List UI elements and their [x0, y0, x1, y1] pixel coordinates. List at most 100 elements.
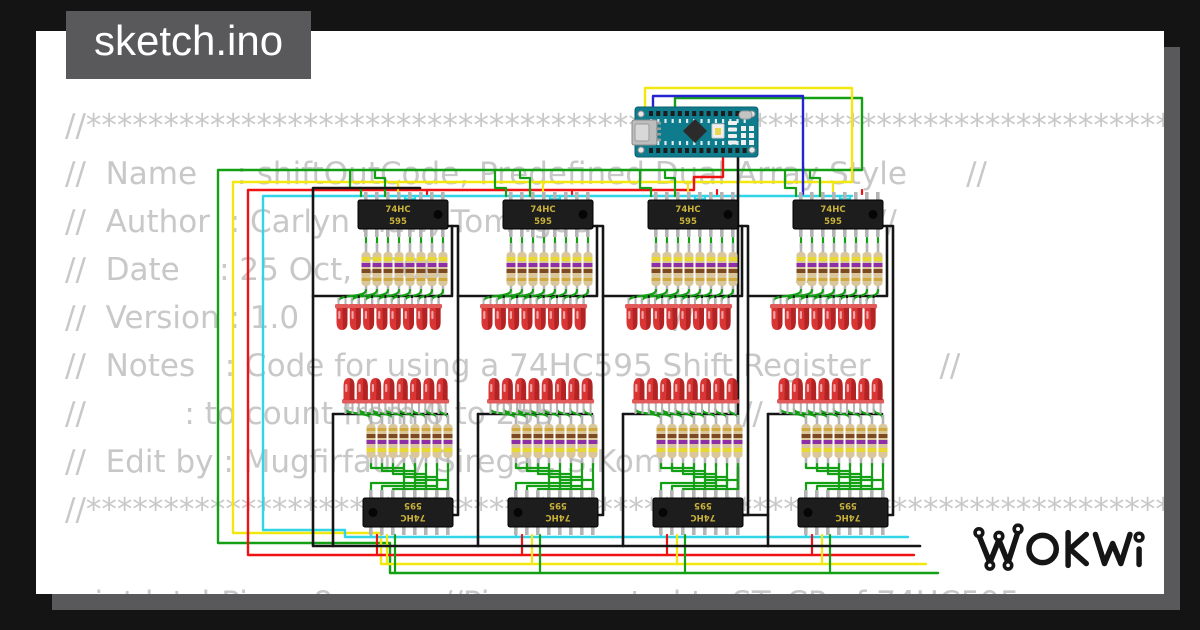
green-link-wire[interactable] — [804, 462, 841, 492]
led[interactable] — [704, 298, 719, 330]
led[interactable] — [777, 378, 791, 414]
green-link-wire[interactable] — [815, 462, 874, 492]
led[interactable] — [519, 298, 534, 330]
resistor[interactable] — [700, 415, 710, 467]
green-tap-wire[interactable] — [638, 168, 653, 198]
led[interactable] — [480, 298, 494, 330]
resistor[interactable] — [728, 243, 738, 295]
shift-register-chip[interactable]: 74HC595 — [362, 490, 454, 535]
yellow-bus-wire[interactable] — [231, 86, 928, 566]
shift-register-chip[interactable]: 74HC595 — [797, 490, 889, 535]
resistor[interactable] — [834, 415, 844, 467]
resistor[interactable] — [377, 415, 387, 467]
shift-register-chip[interactable]: 74HC595 — [357, 192, 449, 237]
led[interactable] — [559, 298, 574, 330]
led[interactable] — [671, 378, 686, 414]
resistor[interactable] — [867, 415, 877, 467]
resistor[interactable] — [878, 415, 888, 467]
led[interactable] — [355, 378, 370, 414]
led[interactable] — [533, 298, 548, 330]
nano-pin[interactable] — [677, 111, 682, 116]
shift-register-chip[interactable]: 74HC595 — [792, 192, 884, 237]
resistor[interactable] — [372, 243, 382, 295]
resistor[interactable] — [801, 415, 811, 467]
led[interactable] — [863, 298, 878, 330]
led[interactable] — [658, 378, 673, 414]
resistor[interactable] — [528, 243, 538, 295]
resistor[interactable] — [555, 415, 565, 467]
green-tap-wire[interactable] — [518, 168, 532, 198]
green-tap-wire[interactable] — [493, 168, 508, 198]
resistor[interactable] — [506, 243, 516, 295]
resistor[interactable] — [722, 415, 732, 467]
resistor[interactable] — [656, 415, 666, 467]
led[interactable] — [401, 298, 416, 330]
green-link-wire[interactable] — [659, 462, 718, 492]
nano-pin[interactable] — [685, 111, 689, 116]
green-link-wire[interactable] — [514, 462, 551, 492]
led[interactable] — [335, 298, 349, 330]
resistor[interactable] — [361, 243, 371, 295]
led[interactable] — [691, 298, 706, 330]
shift-register-chip[interactable]: 74HC595 — [507, 490, 599, 535]
resistor[interactable] — [394, 243, 404, 295]
resistor[interactable] — [873, 243, 883, 295]
led[interactable] — [843, 378, 858, 414]
led[interactable] — [395, 378, 410, 414]
nano-pin[interactable] — [656, 148, 661, 153]
nano-pin[interactable] — [721, 111, 725, 116]
green-link-wire[interactable] — [391, 462, 450, 492]
resistor[interactable] — [695, 243, 705, 295]
file-tab[interactable]: sketch.ino — [66, 11, 312, 79]
led[interactable] — [823, 298, 838, 330]
led[interactable] — [718, 298, 733, 330]
led[interactable] — [725, 378, 740, 414]
red-bus-wire[interactable] — [246, 148, 916, 557]
green-link-wire[interactable] — [369, 462, 428, 492]
led[interactable] — [711, 378, 726, 414]
led[interactable] — [493, 298, 508, 330]
led[interactable] — [790, 378, 805, 414]
nano-pin[interactable] — [713, 111, 718, 116]
led[interactable] — [381, 378, 396, 414]
resistor[interactable] — [438, 243, 448, 295]
gnd-wire[interactable] — [311, 186, 922, 548]
shift-register-chip[interactable]: 74HC595 — [647, 192, 739, 237]
green-link-wire[interactable] — [369, 462, 406, 492]
led[interactable] — [513, 378, 528, 414]
led[interactable] — [435, 378, 450, 414]
nano-pin[interactable] — [699, 148, 704, 153]
resistor[interactable] — [432, 415, 442, 467]
resistor[interactable] — [566, 415, 576, 467]
led[interactable] — [625, 298, 639, 330]
resistor[interactable] — [544, 415, 554, 467]
nano-pin[interactable] — [670, 111, 675, 116]
resistor[interactable] — [421, 415, 431, 467]
led[interactable] — [651, 298, 666, 330]
led[interactable] — [553, 378, 568, 414]
green-tap-wire[interactable] — [783, 168, 798, 198]
nano-pin[interactable] — [692, 111, 697, 116]
nano-pin[interactable] — [728, 148, 733, 153]
resistor[interactable] — [812, 415, 822, 467]
led[interactable] — [580, 378, 595, 414]
resistor[interactable] — [405, 243, 415, 295]
resistor[interactable] — [443, 415, 453, 467]
resistor[interactable] — [588, 415, 598, 467]
resistor[interactable] — [662, 243, 672, 295]
resistor[interactable] — [862, 243, 872, 295]
resistor[interactable] — [851, 243, 861, 295]
led[interactable] — [342, 378, 356, 414]
led[interactable] — [388, 298, 403, 330]
nano-pin[interactable] — [663, 148, 668, 153]
resistor[interactable] — [845, 415, 855, 467]
resistor[interactable] — [678, 415, 688, 467]
nano-pin[interactable] — [685, 148, 689, 153]
led[interactable] — [809, 298, 824, 330]
resistor[interactable] — [388, 415, 398, 467]
led[interactable] — [368, 378, 383, 414]
led[interactable] — [414, 298, 429, 330]
led[interactable] — [836, 298, 851, 330]
led[interactable] — [348, 298, 363, 330]
led[interactable] — [506, 298, 521, 330]
